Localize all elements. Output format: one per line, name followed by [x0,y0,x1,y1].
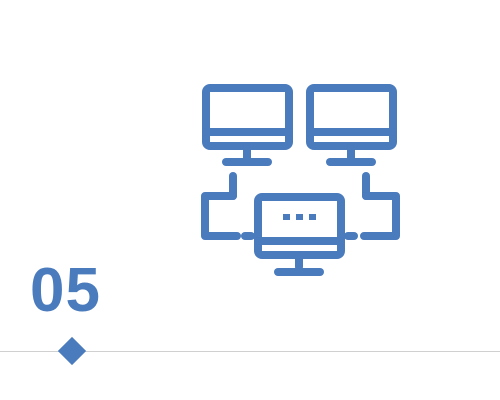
divider-line [0,351,500,352]
status-dots-icon [283,214,316,220]
connector-left-icon [201,172,255,240]
connector-right-icon [344,172,400,240]
monitor-top-right-icon [306,84,397,166]
monitor-top-left-icon [202,84,293,166]
step-number: 05 [30,256,101,325]
monitor-bottom-center-icon [254,193,345,276]
